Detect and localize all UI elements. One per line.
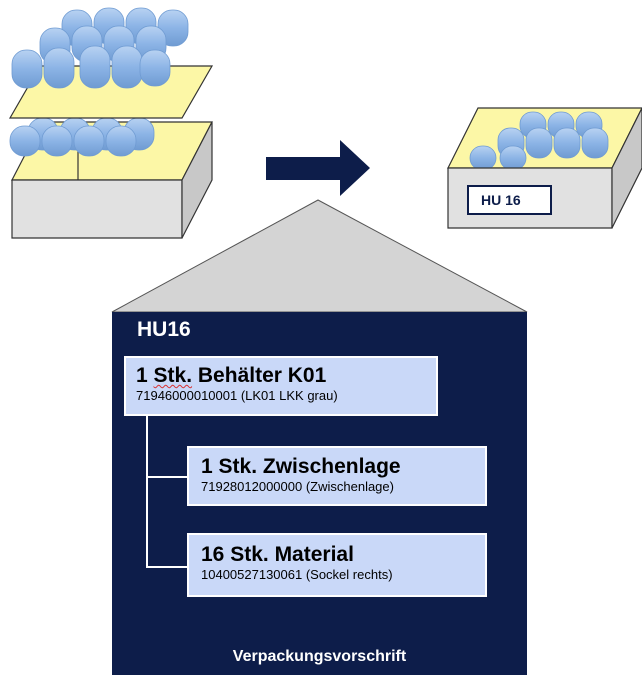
hu-label: HU 16	[467, 185, 552, 215]
item-code: 71946000010001 (LK01 LKK grau)	[136, 388, 338, 403]
hu-title: HU16	[137, 318, 191, 341]
item-box-material: 16 Stk. Material 10400527130061 (Sockel …	[187, 533, 487, 597]
item-box-interlayer: 1 Stk. Zwischenlage 71928012000000 (Zwis…	[187, 446, 487, 506]
tree-connector	[146, 416, 148, 568]
item-code: 71928012000000 (Zwischenlage)	[201, 479, 394, 494]
item-title: 1 Stk. Behälter K01	[136, 364, 327, 387]
item-box-container: 1 Stk. Behälter K01 71946000010001 (LK01…	[124, 356, 438, 416]
footer-label: Verpackungsvorschrift	[232, 648, 407, 665]
item-code: 10400527130061 (Sockel rechts)	[201, 567, 393, 582]
arrow-right-icon	[266, 140, 370, 196]
item-title: 1 Stk. Zwischenlage	[201, 455, 401, 478]
tree-connector	[146, 476, 187, 478]
tree-connector	[146, 566, 187, 568]
item-title: 16 Stk. Material	[201, 543, 354, 566]
stack-of-rolls-icon	[8, 7, 214, 239]
